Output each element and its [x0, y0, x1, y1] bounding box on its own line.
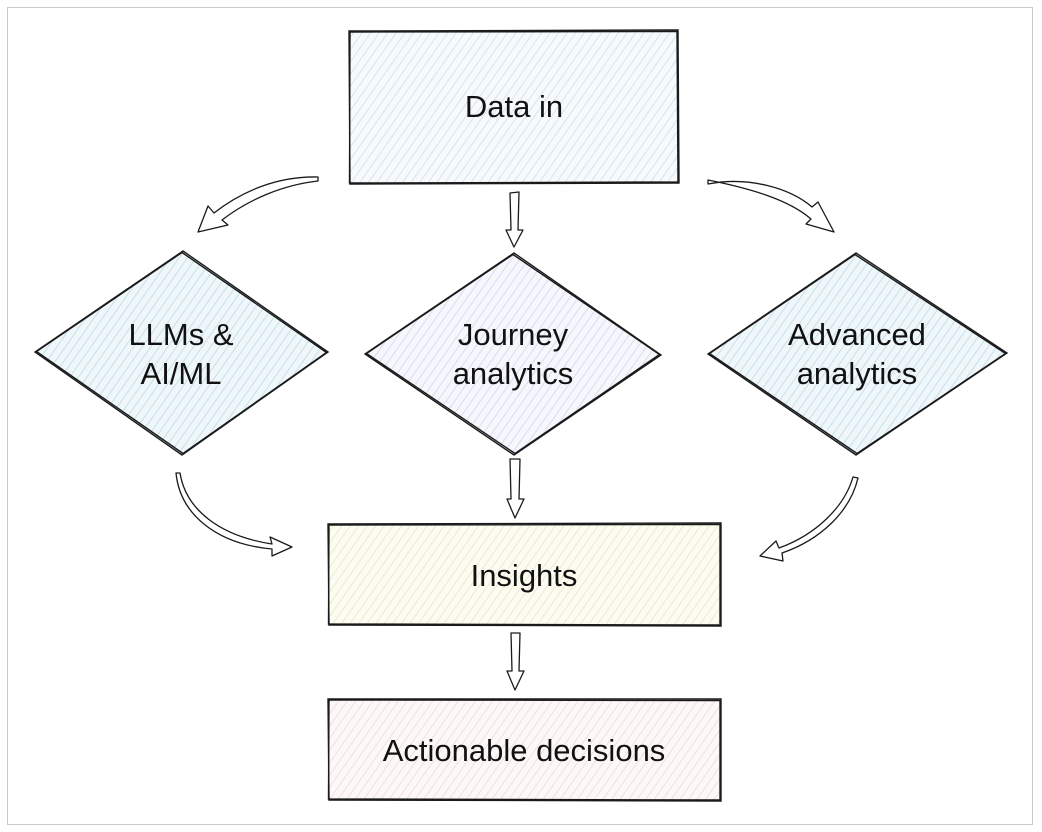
insights-label: Insights: [471, 558, 578, 593]
insights-node: Insights: [327, 522, 722, 627]
journey-label-line-2: analytics: [453, 356, 574, 391]
actionable-decisions-node: Actionable decisions: [327, 698, 722, 802]
arrow-advanced-to-insights: [759, 476, 859, 562]
arrow-journey-to-insights: [506, 458, 525, 519]
advanced-node: Advanced analytics: [706, 252, 1009, 456]
advanced-label-line-2: analytics: [797, 356, 918, 391]
arrow-data-to-journey: [505, 191, 524, 248]
llms-label-line-2: AI/ML: [141, 356, 222, 391]
arrow-llms-to-insights: [175, 472, 293, 557]
actionable-decisions-label: Actionable decisions: [383, 733, 666, 768]
arrow-data-to-advanced: [707, 179, 835, 233]
arrow-data-to-llms: [197, 176, 319, 233]
arrow-insights-to-actionable: [506, 632, 525, 691]
advanced-label-line-1: Advanced: [788, 317, 926, 352]
data-in-node: Data in: [348, 29, 680, 185]
journey-label-line-1: Journey: [458, 317, 569, 352]
data-in-label: Data in: [465, 89, 563, 124]
journey-node: Journey analytics: [363, 252, 663, 456]
llms-label-line-1: LLMs &: [128, 317, 233, 352]
llms-node: LLMs & AI/ML: [33, 250, 330, 456]
